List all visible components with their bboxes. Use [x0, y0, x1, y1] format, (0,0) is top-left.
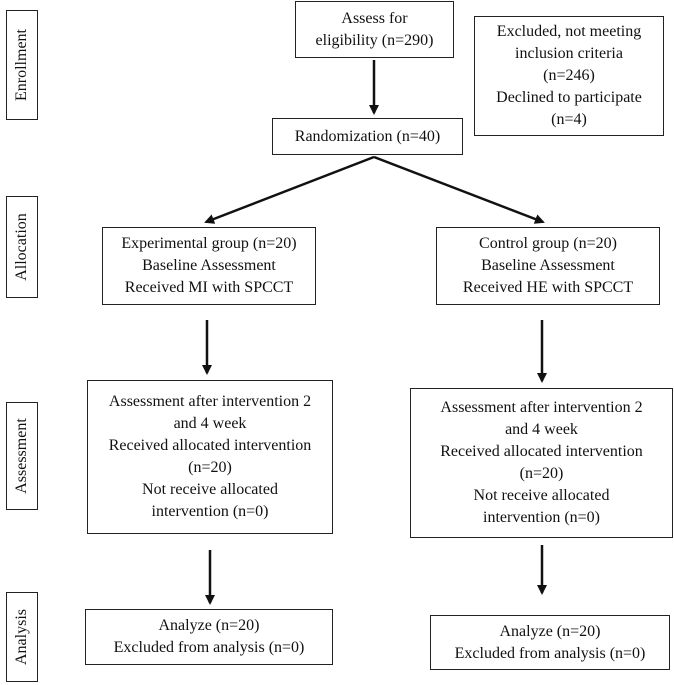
- control-assessment-line: (n=20): [519, 465, 564, 482]
- control-assessment-line: Received allocated intervention: [440, 443, 643, 460]
- control-allocation-line: Baseline Assessment: [481, 257, 615, 274]
- experimental-assessment-line: Received allocated intervention: [108, 437, 312, 454]
- experimental-allocation-line: Received MI with SPCCT: [124, 279, 294, 296]
- randomization-box: Randomization (n=40): [272, 118, 463, 155]
- control-allocation-line: Received HE with SPCCT: [462, 279, 634, 296]
- experimental-allocation-line: Baseline Assessment: [142, 257, 276, 274]
- control-analysis-line: Analyze (n=20): [499, 622, 601, 640]
- stage-label-allocation: Allocation: [6, 196, 38, 298]
- control-analysis-box: Analyze (n=20) Excluded from analysis (n…: [430, 615, 670, 670]
- excluded-line: Excluded, not meeting: [496, 23, 642, 40]
- experimental-assessment-line: Not receive allocated: [142, 481, 278, 498]
- control-assessment-line: Assessment after intervention 2: [440, 399, 643, 416]
- excluded-line: inclusion criteria: [515, 45, 623, 62]
- eligibility-line: eligibility (n=290): [315, 31, 434, 49]
- stage-label-enrollment: Enrollment: [6, 10, 38, 120]
- experimental-assessment-line: and 4 week: [173, 415, 247, 432]
- randomization-label: Randomization (n=40): [294, 127, 441, 145]
- excluded-box: Excluded, not meeting inclusion criteria…: [474, 16, 664, 136]
- stage-label-analysis: Analysis: [6, 592, 38, 682]
- stage-label-assessment: Assessment: [6, 402, 38, 510]
- excluded-line: Declined to participate: [496, 89, 642, 106]
- experimental-assessment-line: (n=20): [188, 459, 232, 476]
- experimental-analysis-line: Analyze (n=20): [158, 617, 260, 634]
- experimental-analysis-line: Excluded from analysis (n=0): [113, 639, 305, 656]
- arrow-randomization-to-experimental: [204, 155, 375, 224]
- control-analysis-line: Excluded from analysis (n=0): [454, 644, 646, 662]
- eligibility-line: Assess for: [341, 9, 408, 27]
- control-assessment-line: Not receive allocated: [473, 487, 610, 504]
- experimental-allocation-box: Experimental group (n=20) Baseline Asses…: [102, 227, 316, 305]
- experimental-assessment-line: Assessment after intervention 2: [108, 393, 312, 410]
- control-assessment-line: intervention (n=0): [483, 509, 600, 526]
- experimental-analysis-box: Analyze (n=20) Excluded from analysis (n…: [85, 609, 333, 665]
- excluded-line: (n=246): [543, 67, 595, 84]
- experimental-assessment-box: Assessment after intervention 2 and 4 we…: [87, 380, 333, 534]
- arrow-randomization-to-control: [373, 155, 545, 224]
- experimental-assessment-line: intervention (n=0): [151, 503, 269, 520]
- control-assessment-line: and 4 week: [505, 421, 578, 438]
- excluded-line: (n=4): [551, 111, 587, 128]
- control-allocation-line: Control group (n=20): [479, 235, 617, 252]
- experimental-allocation-line: Experimental group (n=20): [121, 235, 297, 252]
- control-assessment-box: Assessment after intervention 2 and 4 we…: [410, 388, 673, 538]
- eligibility-box: Assess for eligibility (n=290): [295, 1, 454, 58]
- control-allocation-box: Control group (n=20) Baseline Assessment…: [436, 227, 660, 305]
